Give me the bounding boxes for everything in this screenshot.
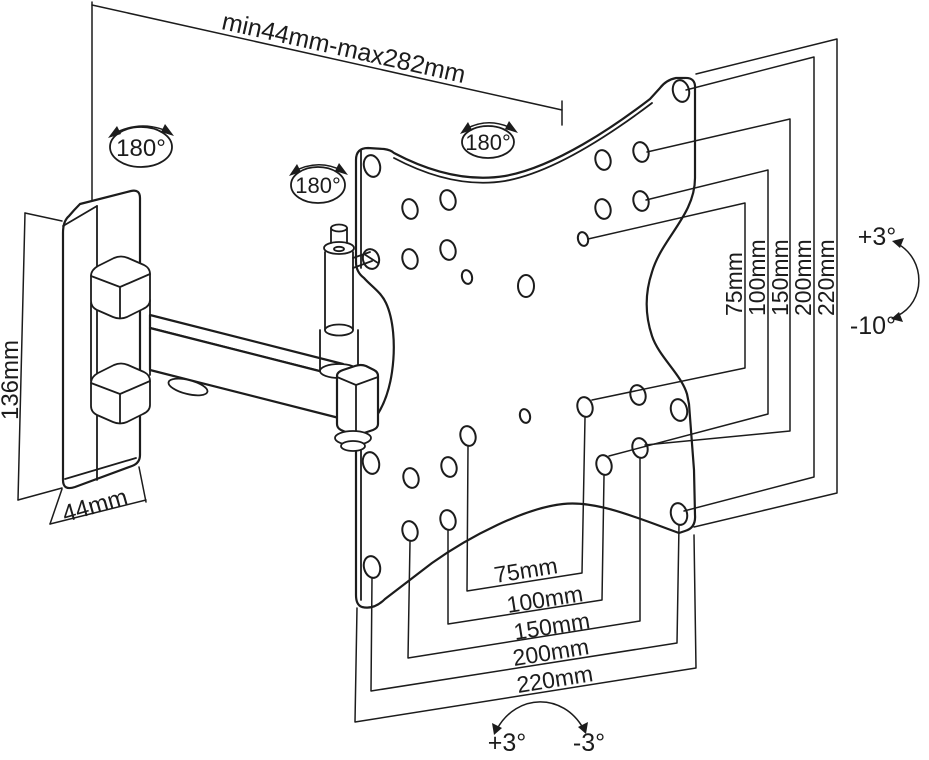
arrow-icon — [891, 312, 903, 322]
arm-pivot-lug — [167, 377, 209, 397]
mount-hole — [402, 467, 420, 489]
arrow-icon — [289, 164, 301, 176]
pivot-screw — [323, 223, 355, 255]
extension-range-label: min44mm-max282mm — [219, 7, 468, 89]
height-dimension-line — [17, 212, 26, 501]
arrow-icon — [892, 238, 904, 248]
arrow-icon — [505, 121, 518, 133]
joint-foot-cap — [340, 440, 366, 452]
small-hole — [460, 269, 474, 285]
mount-hole — [439, 509, 457, 531]
height-dimension: 136mm — [0, 212, 63, 501]
wall-plate-outline — [61, 189, 142, 490]
rotation-indicator-wall: 180° — [108, 124, 174, 168]
tilt-down-label: -10° — [850, 312, 896, 340]
joint-block — [335, 363, 380, 437]
rotation-indicator-mid: 180° — [289, 163, 348, 204]
extension-dimension: min44mm-max282mm — [91, 1, 563, 201]
vesa-v-75-label: 75mm — [721, 252, 747, 316]
arrow-icon — [492, 723, 502, 735]
mount-hole — [401, 520, 419, 542]
arrow-icon — [460, 122, 472, 134]
mount-hole — [440, 456, 458, 478]
level-right-label: -3° — [573, 729, 605, 757]
small-hole — [518, 408, 532, 424]
vesa-v-220-label: 220mm — [813, 239, 839, 316]
small-hole — [576, 231, 590, 247]
mount-hole — [362, 154, 382, 178]
mount-hole — [669, 398, 689, 422]
mount-hole — [594, 149, 612, 171]
mounting-arm — [148, 313, 345, 421]
wall-hinge — [90, 255, 151, 425]
wall-plate-bevel — [62, 205, 98, 227]
arrow-icon — [578, 722, 588, 734]
vesa-vertical-dimensions: 75mm 100mm 150mm 200mm 220mm — [587, 38, 839, 528]
vesa-v-100-label: 100mm — [744, 239, 770, 316]
mount-hole — [361, 451, 381, 475]
vesa-holes — [361, 79, 691, 579]
mount-hole — [439, 239, 457, 261]
extension-dimension-line — [91, 4, 563, 111]
vesa-v-150-label: 150mm — [767, 239, 793, 316]
wall-plate — [61, 189, 142, 490]
vesa-plate — [354, 76, 697, 609]
mount-hole — [401, 198, 419, 220]
wall-plate-depth-label: 44mm — [59, 484, 131, 528]
level-left-label: +3° — [488, 729, 527, 757]
elbow-joint — [319, 223, 380, 452]
mount-hole — [669, 502, 689, 526]
vesa-v-200-label: 200mm — [790, 239, 816, 316]
joint-collar — [324, 323, 354, 337]
mount-hole — [401, 248, 419, 270]
mount-hole — [439, 189, 457, 211]
tilt-angle-indicator: +3° -10° — [850, 223, 920, 340]
vesa-h-75-label: 75mm — [492, 552, 559, 588]
center-hole — [517, 274, 535, 298]
rotation-indicator-front: 180° — [460, 121, 518, 159]
mount-hole — [362, 555, 382, 579]
mount-hole — [595, 454, 613, 476]
level-angle-indicator: +3° -3° — [488, 701, 605, 757]
wall-plate-height-label: 136mm — [0, 340, 24, 420]
arrow-icon — [161, 124, 174, 136]
mount-hole — [594, 198, 612, 220]
arrow-icon — [335, 163, 348, 175]
wall-plate-bottom-edge — [64, 457, 137, 480]
arrow-icon — [108, 126, 121, 138]
mount-hole — [459, 425, 477, 447]
mount-hole — [576, 396, 594, 418]
vesa-horizontal-dimensions: 75mm 100mm 150mm 200mm 220mm — [354, 417, 697, 723]
tilt-up-label: +3° — [858, 223, 897, 251]
rotation-front-label: 180° — [465, 130, 511, 155]
plate-thickness-edge — [393, 102, 653, 184]
rotation-mid-label: 180° — [295, 173, 341, 198]
depth-dimension-line — [49, 499, 147, 525]
rotation-wall-label: 180° — [116, 135, 166, 162]
carriage-bolt — [361, 248, 381, 270]
mount-hole — [632, 141, 650, 163]
